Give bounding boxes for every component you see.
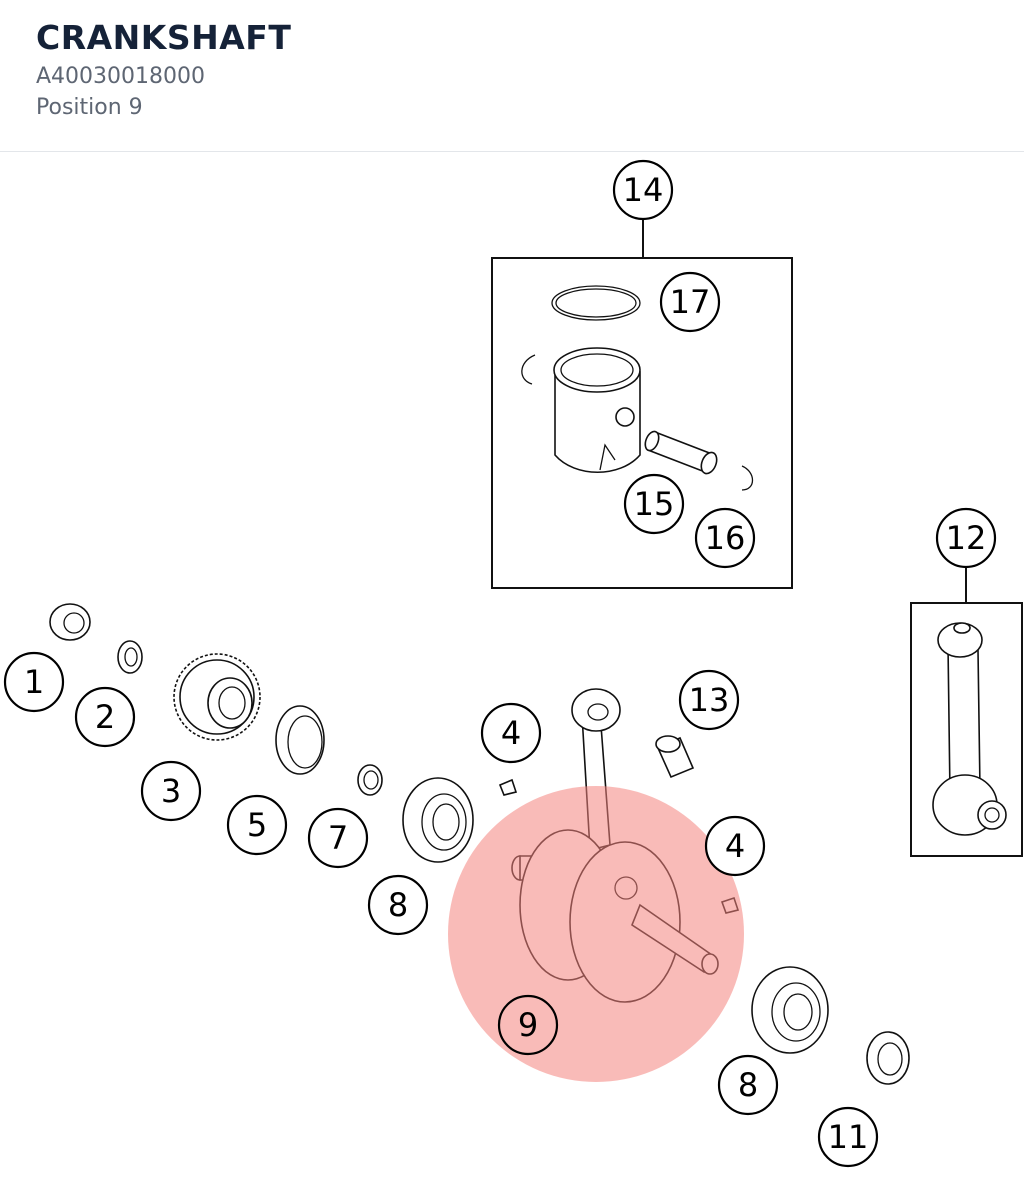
callout-3[interactable]: 3 <box>140 760 202 822</box>
svg-text:4: 4 <box>725 827 745 865</box>
header: CRANKSHAFT A40030018000 Position 9 <box>0 0 1024 152</box>
callout-1[interactable]: 1 <box>3 651 65 713</box>
callout-15[interactable]: 15 <box>623 473 685 535</box>
right-parts <box>720 896 910 1085</box>
connecting-rod-group <box>910 568 1023 857</box>
callout-8-left[interactable]: 8 <box>367 874 429 936</box>
svg-text:9: 9 <box>518 1006 538 1044</box>
callout-2[interactable]: 2 <box>74 686 136 748</box>
svg-text:3: 3 <box>161 772 181 810</box>
callout-12[interactable]: 12 <box>935 507 997 569</box>
svg-text:14: 14 <box>623 171 664 209</box>
svg-text:7: 7 <box>328 819 348 857</box>
callout-7[interactable]: 7 <box>307 807 369 869</box>
callout-11[interactable]: 11 <box>817 1106 879 1168</box>
callout-13[interactable]: 13 <box>678 669 740 731</box>
position-label: Position 9 <box>36 95 143 120</box>
svg-text:15: 15 <box>634 485 675 523</box>
svg-text:4: 4 <box>501 714 521 752</box>
svg-text:5: 5 <box>247 806 267 844</box>
connecting-rod-box <box>910 602 1023 857</box>
part-number: A40030018000 <box>36 64 206 89</box>
highlight-position-9 <box>448 786 744 1082</box>
svg-text:2: 2 <box>95 698 115 736</box>
svg-text:17: 17 <box>670 283 711 321</box>
left-parts <box>49 603 695 863</box>
callout-16[interactable]: 16 <box>694 507 756 569</box>
callout-9[interactable]: 9 <box>497 994 559 1056</box>
callout-14[interactable]: 14 <box>612 159 674 221</box>
svg-text:1: 1 <box>24 663 44 701</box>
svg-text:8: 8 <box>738 1066 758 1104</box>
svg-text:12: 12 <box>946 519 987 557</box>
page-title: CRANKSHAFT <box>36 18 292 57</box>
callout-17[interactable]: 17 <box>659 271 721 333</box>
callout-4-right[interactable]: 4 <box>704 815 766 877</box>
callout-4-top[interactable]: 4 <box>480 702 542 764</box>
svg-text:13: 13 <box>689 681 730 719</box>
callout-8-right[interactable]: 8 <box>717 1054 779 1116</box>
svg-text:11: 11 <box>828 1118 869 1156</box>
piston-kit-group <box>491 220 793 589</box>
svg-text:16: 16 <box>705 519 746 557</box>
piston-kit-box <box>491 257 793 589</box>
callout-5[interactable]: 5 <box>226 794 288 856</box>
svg-text:8: 8 <box>388 886 408 924</box>
